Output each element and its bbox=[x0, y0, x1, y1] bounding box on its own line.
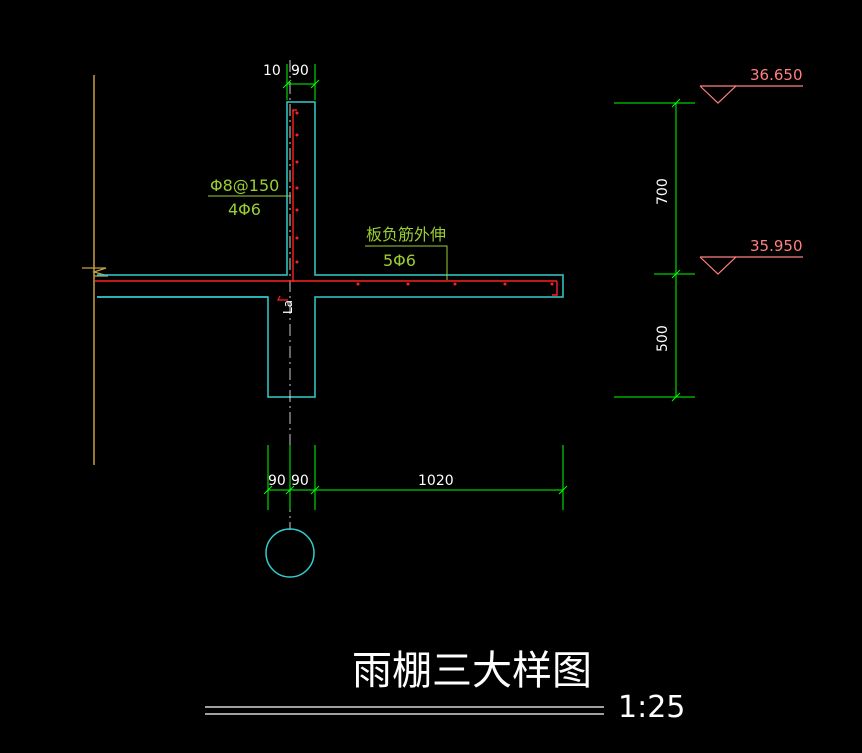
slab-end-hook bbox=[552, 281, 558, 296]
elevation-upper: 36.650 bbox=[750, 66, 803, 84]
break-mark bbox=[82, 267, 109, 277]
anchorage-mark: La bbox=[281, 300, 295, 314]
slab-bars-label: 5Φ6 bbox=[383, 251, 416, 270]
dim-bottom-a: 90 bbox=[268, 473, 286, 489]
top-dimension bbox=[282, 64, 320, 100]
elevation-lower: 35.950 bbox=[750, 237, 803, 255]
dim-vertical-upper: 700 bbox=[655, 178, 671, 205]
dim-bottom-span: 1020 bbox=[418, 473, 454, 489]
upper-column-outline bbox=[97, 101, 564, 398]
stirrup-label: Φ8@150 bbox=[210, 176, 279, 195]
drawing-title: 雨棚三大样图 bbox=[352, 648, 592, 694]
dim-bottom-b: 90 bbox=[291, 473, 309, 489]
elevation-marker-lower bbox=[699, 256, 803, 275]
bottom-dimension bbox=[263, 445, 568, 510]
dim-top-left: 10 bbox=[263, 63, 281, 79]
anchor-hook bbox=[277, 295, 288, 301]
vertical-dimension bbox=[614, 98, 695, 402]
drawing-scale: 1:25 bbox=[618, 690, 685, 725]
column-bars-label: 4Φ6 bbox=[228, 200, 261, 219]
slab-leader bbox=[365, 245, 448, 280]
distribution-bars bbox=[295, 111, 554, 286]
axis-bubble bbox=[265, 528, 315, 578]
dim-vertical-lower: 500 bbox=[655, 325, 671, 352]
slab-note-label: 板负筋外伸 bbox=[366, 225, 446, 244]
elevation-marker-upper bbox=[699, 85, 803, 104]
dim-top-right: 90 bbox=[291, 63, 309, 79]
